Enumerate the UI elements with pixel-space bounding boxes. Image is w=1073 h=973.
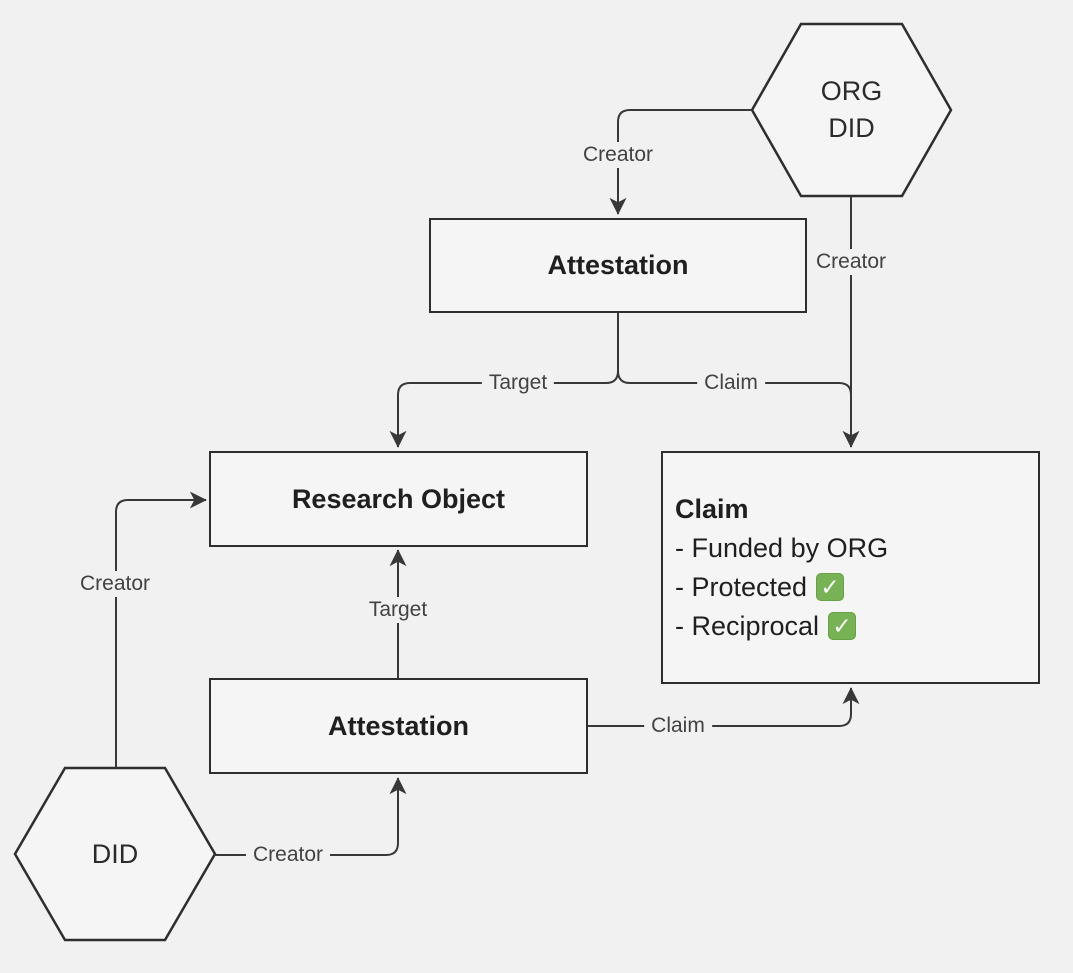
claim-item-protected: - Protected ✓ [675, 568, 1038, 607]
edge-label-target-top: Target [481, 370, 555, 396]
edge-label-creator-org-to-claim: Creator [808, 249, 894, 275]
claim-item-reciprocal-text: - Reciprocal [675, 610, 820, 641]
claim-item-protected-text: - Protected [675, 571, 808, 602]
claim-item-funded-text: - Funded by ORG [675, 532, 889, 563]
edge-label-target-bottom: Target [361, 597, 435, 623]
org-did-hexagon [750, 22, 953, 198]
claim-node: Claim - Funded by ORG - Protected ✓ - Re… [661, 451, 1040, 684]
org-did-hexagon-label: ORG DID [752, 24, 951, 196]
check-icon: ✓ [828, 612, 857, 640]
claim-item-reciprocal: - Reciprocal ✓ [675, 607, 1038, 646]
edge-label-claim-top: Claim [697, 370, 765, 396]
org-did-line2: DID [828, 113, 875, 143]
attestation-bottom-label: Attestation [328, 710, 469, 741]
attestation-top-node: Attestation [429, 218, 807, 313]
research-object-node: Research Object [209, 451, 588, 547]
edge-label-creator-did-to-attestation: Creator [245, 842, 331, 868]
edge-label-claim-bottom: Claim [644, 713, 712, 739]
edge-label-creator-did-to-research: Creator [72, 571, 158, 597]
edge-claim-attestation-to-claim [617, 370, 852, 402]
research-object-label: Research Object [291, 483, 506, 514]
edge-creator-did-to-research [115, 491, 207, 768]
attestation-bottom-node: Attestation [209, 678, 588, 774]
edge-claim-bottom-attestation-to-claim [588, 687, 860, 727]
edge-creator-did-to-attestation [215, 777, 407, 856]
did-hexagon-label: DID [15, 768, 215, 940]
edge-creator-org-to-attestation [609, 109, 752, 215]
did-label: DID [91, 838, 139, 869]
claim-title: Claim [675, 493, 749, 524]
attestation-top-label: Attestation [547, 250, 689, 280]
org-did-line1: ORG [820, 76, 883, 106]
claim-item-funded: - Funded by ORG [675, 529, 1038, 568]
edge-label-creator-org-to-attestation: Creator [575, 142, 661, 168]
check-icon: ✓ [816, 573, 845, 601]
